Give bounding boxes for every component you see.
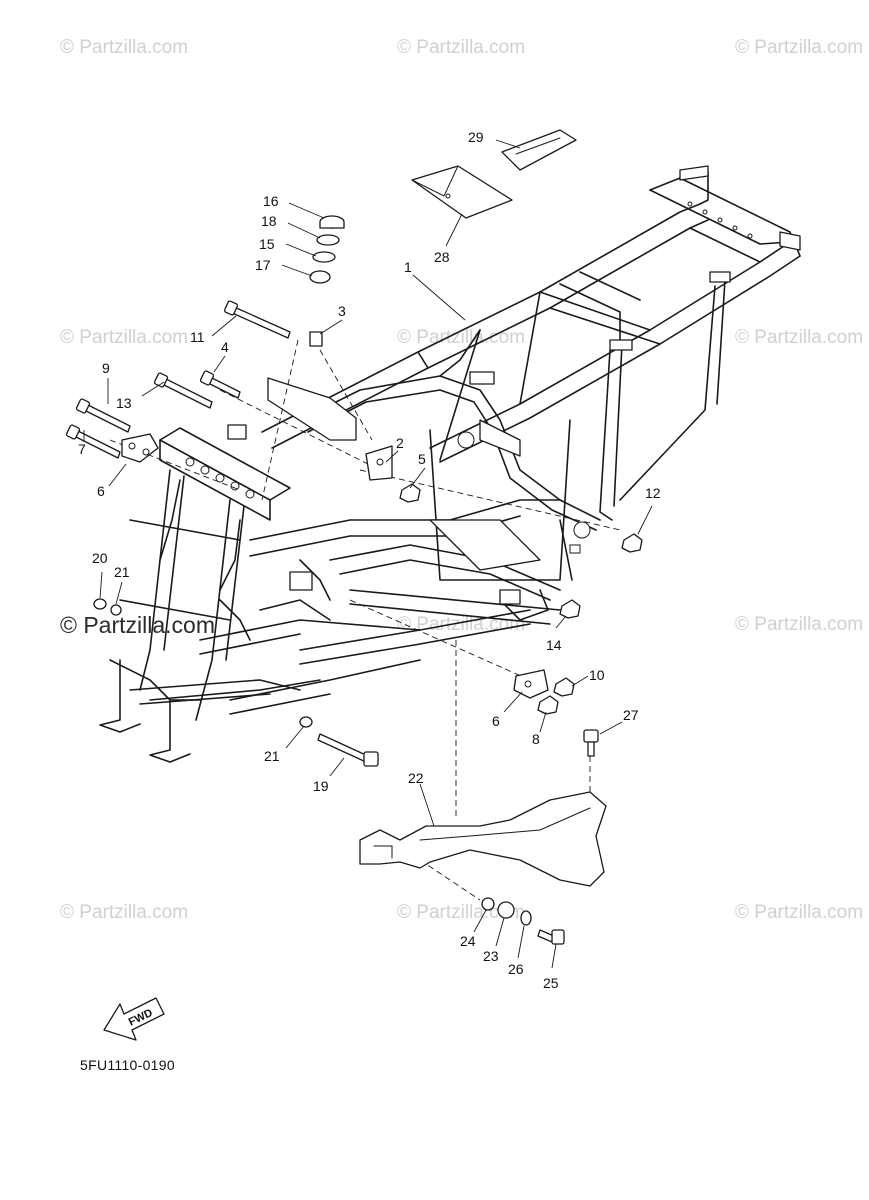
callout-25: 25 (543, 975, 559, 991)
callout-9: 9 (102, 360, 110, 376)
callout-21: 21 (114, 564, 130, 580)
callout-24: 24 (460, 933, 476, 949)
diagram-code: 5FU1110-0190 (80, 1057, 175, 1073)
callout-2: 2 (396, 435, 404, 451)
callout-29: 29 (468, 129, 484, 145)
callout-28: 28 (434, 249, 450, 265)
watermark: © Partzilla.com (735, 327, 864, 348)
watermark: © Partzilla.com (735, 614, 864, 635)
forward-direction-icon: FWD (103, 997, 165, 1041)
skid-plate (359, 791, 607, 887)
callout-26: 26 (508, 961, 524, 977)
watermark: © Partzilla.com (60, 327, 189, 348)
callout-20: 20 (92, 550, 108, 566)
callout-6: 6 (97, 483, 105, 499)
callout-13: 13 (116, 395, 132, 411)
watermark: © Partzilla.com (735, 902, 864, 923)
callout-27: 27 (623, 707, 639, 723)
callout-3: 3 (338, 303, 346, 319)
callout-8: 8 (532, 731, 540, 747)
watermark: © Partzilla.com (60, 37, 189, 58)
callout-16: 16 (263, 193, 279, 209)
watermark: © Partzilla.com (397, 327, 526, 348)
callout-19: 19 (313, 778, 329, 794)
callout-5: 5 (418, 451, 426, 467)
callout-23: 23 (483, 948, 499, 964)
callout-17: 17 (255, 257, 271, 273)
leader-lines (83, 139, 653, 969)
callout-4: 4 (221, 339, 229, 355)
watermark: © Partzilla.com (397, 37, 526, 58)
callout-21: 21 (264, 748, 280, 764)
callout-14: 14 (546, 637, 562, 653)
fasteners (65, 129, 643, 945)
main-frame (99, 165, 801, 763)
callout-10: 10 (589, 667, 605, 683)
callout-12: 12 (645, 485, 661, 501)
callout-1: 1 (404, 259, 412, 275)
callout-7: 7 (78, 441, 86, 457)
watermark: © Partzilla.com (397, 614, 526, 635)
callout-15: 15 (259, 236, 275, 252)
watermark: © Partzilla.com (60, 902, 189, 923)
callout-18: 18 (261, 213, 277, 229)
watermark-primary: © Partzilla.com (60, 612, 215, 638)
callout-11: 11 (190, 329, 205, 345)
callout-22: 22 (408, 770, 424, 786)
watermark: © Partzilla.com (735, 37, 864, 58)
callout-6: 6 (492, 713, 500, 729)
